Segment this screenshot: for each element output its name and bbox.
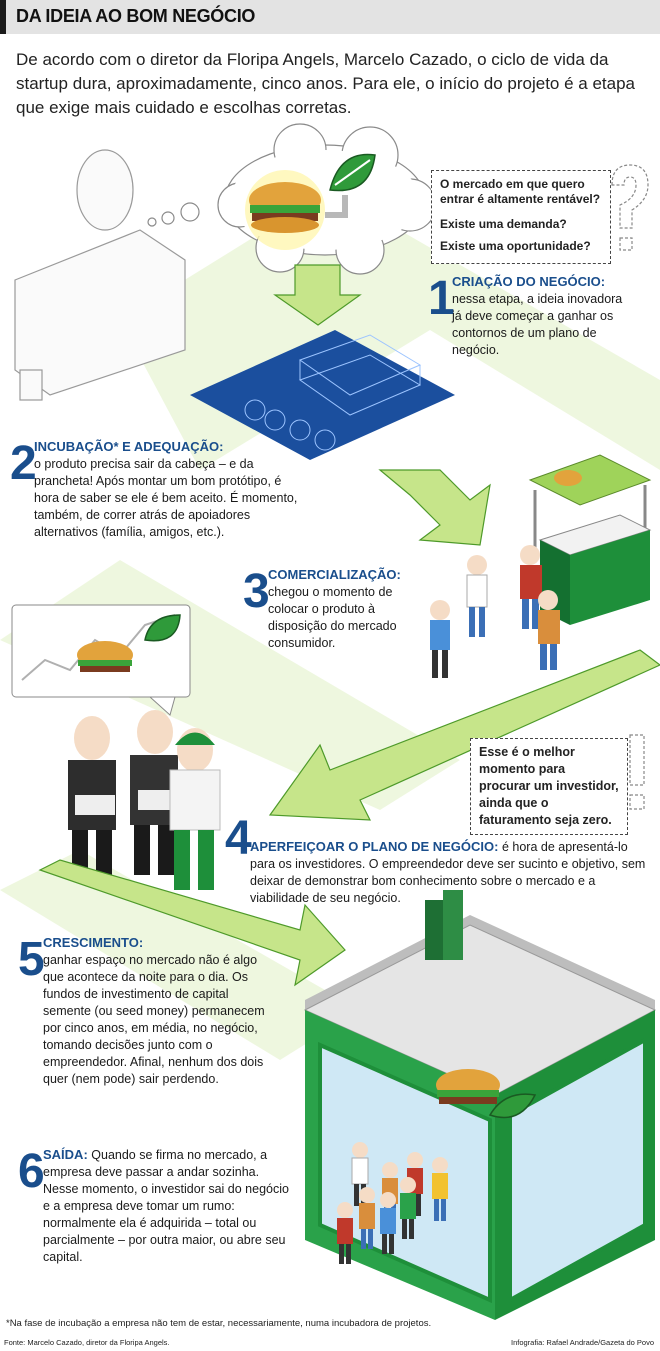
step-5-body: ganhar espaço no mercado não é algo que …	[43, 953, 265, 1086]
step-5-title: CRESCIMENTO:	[43, 935, 144, 950]
step-4-title: APERFEIÇOAR O PLANO DE NEGÓCIO:	[250, 839, 499, 854]
arrow-2	[378, 469, 491, 546]
step-5-number: 5	[18, 933, 45, 986]
leaf-icon	[325, 153, 376, 218]
step-6-body: Quando se firma no mercado, a empresa de…	[43, 1148, 289, 1264]
question-1: O mercado em que quero entrar é altament…	[440, 177, 601, 206]
storefront-icon	[303, 890, 657, 1320]
illustration-layer	[0, 123, 660, 1320]
investor-callout: Esse é o melhor momento para procurar um…	[470, 738, 628, 835]
blueprint-icon	[190, 330, 455, 460]
step-6-title: SAÍDA:	[43, 1147, 88, 1162]
step-1-number: 1	[428, 272, 455, 325]
investor-figures	[68, 710, 221, 890]
customer-figures	[430, 545, 560, 678]
food-cart-icon	[528, 454, 652, 625]
step-6-number: 6	[18, 1145, 45, 1198]
step-2-number: 2	[10, 437, 37, 490]
step-3-body: chegou o momento de colocar o produto à …	[268, 585, 397, 650]
step-3-number: 3	[243, 565, 270, 618]
step-2-title: INCUBAÇÃO* E ADEQUAÇÃO:	[34, 439, 224, 454]
burger-icon	[245, 170, 325, 250]
step-2: INCUBAÇÃO* E ADEQUAÇÃO: o produto precis…	[34, 438, 304, 541]
growth-chart-icon	[11, 604, 191, 716]
step-1-body: nessa etapa, a ideia inovadora já deve c…	[452, 292, 623, 357]
header-bar	[0, 0, 660, 34]
source: Fonte: Marcelo Cazado, diretor da Florip…	[4, 1338, 170, 1347]
step-4: APERFEIÇOAR O PLANO DE NEGÓCIO: é hora d…	[250, 838, 655, 907]
step-1: CRIAÇÃO DO NEGÓCIO: nessa etapa, a ideia…	[452, 273, 627, 359]
arrow-3	[268, 649, 660, 821]
footnote: *Na fase de incubação a empresa não tem …	[6, 1318, 432, 1329]
question-2: Existe uma demanda?	[440, 217, 567, 231]
question-mark-icon	[611, 164, 649, 251]
step-5: CRESCIMENTO: ganhar espaço no mercado nã…	[43, 934, 273, 1088]
arrow-4	[38, 859, 346, 987]
arrow-1	[273, 264, 362, 326]
questions-box: O mercado em que quero entrar é altament…	[431, 170, 611, 264]
question-3: Existe uma oportunidade?	[440, 239, 591, 253]
intro-text: De acordo com o diretor da Floripa Angel…	[16, 50, 635, 117]
step-2-body: o produto precisa sair da cabeça – e da …	[34, 457, 298, 539]
step-3-title: COMERCIALIZAÇÃO:	[268, 567, 401, 582]
thinker-figure	[14, 149, 186, 401]
step-3: COMERCIALIZAÇÃO: chegou o momento de col…	[268, 566, 408, 652]
step-4-body: é hora de apresentá-lo para os investido…	[250, 840, 646, 905]
step-6: SAÍDA: Quando se firma no mercado, a emp…	[43, 1146, 293, 1266]
question-mark-icon-2	[629, 734, 645, 810]
step-4-number: 4	[225, 812, 252, 865]
step-1-title: CRIAÇÃO DO NEGÓCIO:	[452, 274, 606, 289]
credit: Infografia: Rafael Andrade/Gazeta do Pov…	[510, 1338, 654, 1347]
crowd-figures	[337, 1142, 448, 1264]
page-title: DA IDEIA AO BOM NEGÓCIO	[16, 6, 256, 26]
